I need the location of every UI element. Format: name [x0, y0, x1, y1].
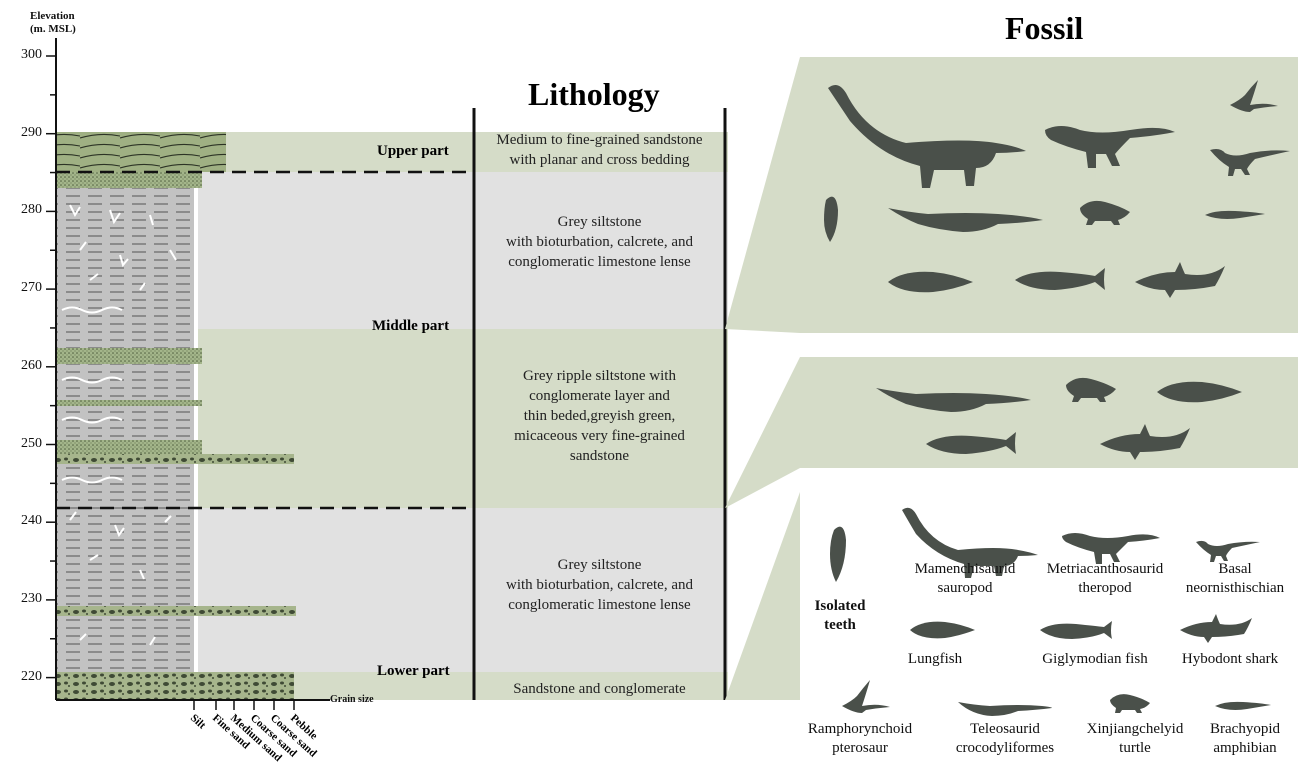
axis-tick-label: 220 [8, 669, 42, 685]
fossil-legend-label: Giglymodian fish [1025, 650, 1165, 669]
fossil-legend-label: Hybodont shark [1160, 650, 1298, 669]
lithology-unit-text: Sandstone and conglomerate [474, 679, 725, 699]
lithology-title: Lithology [528, 76, 660, 113]
axis-tick-label: 290 [8, 125, 42, 141]
axis-tick-label: 270 [8, 280, 42, 296]
section-label-middle: Middle part [372, 318, 449, 335]
axis-tick-label: 280 [8, 202, 42, 218]
axis-tick-label: 240 [8, 513, 42, 529]
fossil-legend-label: Lungfish [890, 650, 980, 669]
grain-size-label: Grain size [330, 694, 374, 705]
axis-tick-label: 250 [8, 436, 42, 452]
grain-size-ticks [194, 700, 294, 710]
axis-title: Elevation (m. MSL) [30, 10, 76, 36]
axis-tick-label: 300 [8, 47, 42, 63]
section-label-upper: Upper part [377, 143, 449, 160]
axis-title-line1: Elevation [30, 10, 76, 23]
fossil-title: Fossil [1005, 10, 1083, 47]
axis-tick-label: 260 [8, 358, 42, 374]
axis-ticks [46, 56, 56, 678]
axis-title-line2: (m. MSL) [30, 23, 76, 36]
section-label-lower: Lower part [377, 663, 450, 680]
axis-tick-label: 230 [8, 591, 42, 607]
